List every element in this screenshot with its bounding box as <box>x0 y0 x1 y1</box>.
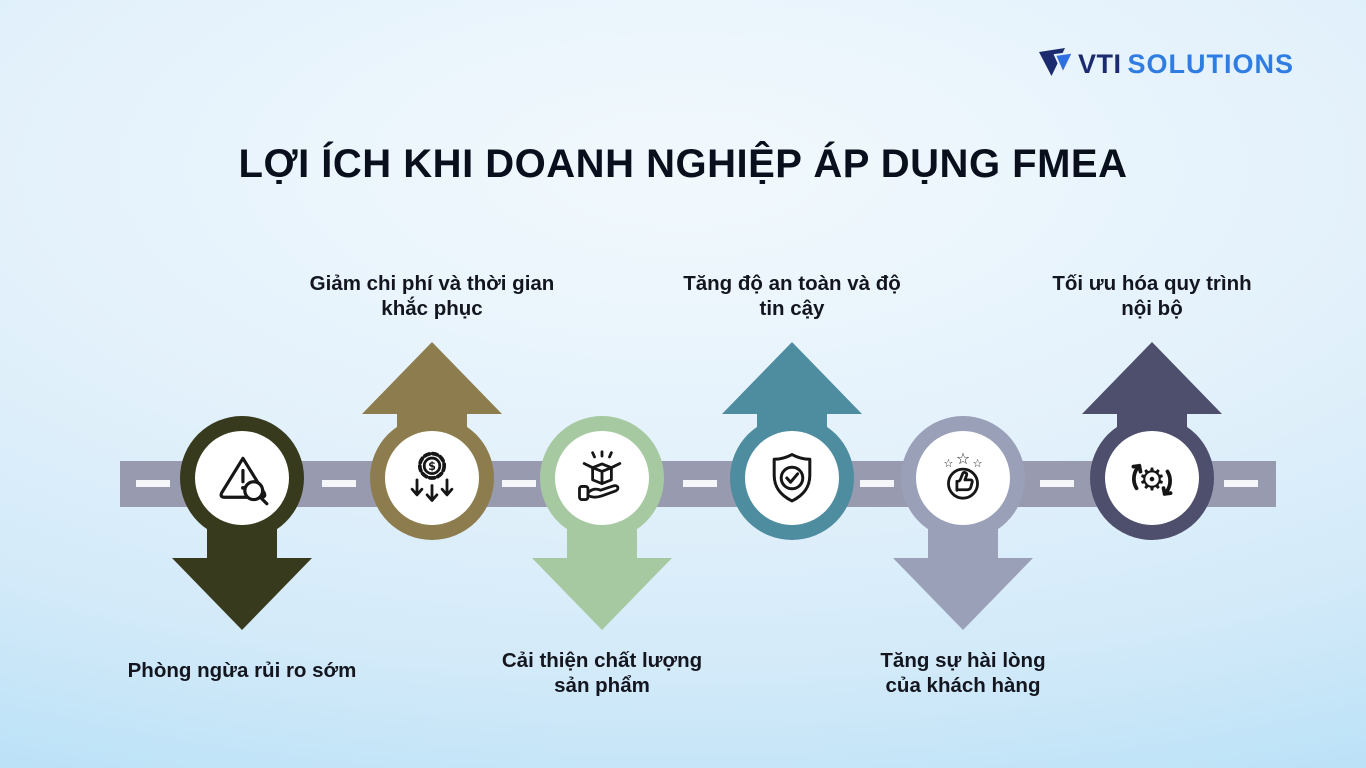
benefit-circle-inner: ☆ ☆ ☆ <box>916 431 1010 525</box>
benefit-circle: ☆ ☆ ☆ <box>901 416 1025 540</box>
road-dash <box>1040 480 1074 487</box>
process-gear-cycle-icon: ⚙ <box>1131 462 1173 498</box>
page-title: LỢI ÍCH KHI DOANH NGHIỆP ÁP DỤNG FMEA <box>238 142 1128 186</box>
benefit-label: Tối ưu hóa quy trình nội bộ <box>1052 272 1252 320</box>
benefit-circle <box>730 416 854 540</box>
risk-alert-magnifier-icon <box>219 456 269 506</box>
road-dash <box>502 480 536 487</box>
benefit-circle <box>540 416 664 540</box>
benefit-circle <box>180 416 304 540</box>
svg-text:⚙: ⚙ <box>1138 462 1166 498</box>
benefit-circle-inner <box>555 431 649 525</box>
svg-text:☆: ☆ <box>943 457 953 470</box>
road-dash <box>683 480 717 487</box>
road-dash <box>860 480 894 487</box>
svg-text:☆: ☆ <box>972 457 982 470</box>
cost-reduction-gear-icon: $ <box>410 451 454 502</box>
road-dash <box>322 480 356 487</box>
benefit-circle-inner <box>195 431 289 525</box>
benefit-circle-inner: ⚙ <box>1105 431 1199 525</box>
benefit-circle-inner: $ <box>385 431 479 525</box>
benefit-label: Giảm chi phí và thời gian khắc phục <box>309 272 555 320</box>
thumbs-up-stars-icon: ☆ ☆ ☆ <box>943 449 983 500</box>
benefit-circle-inner <box>745 431 839 525</box>
benefit-circle: ⚙ <box>1090 416 1214 540</box>
benefit-label: Tăng sự hài lòng của khách hàng <box>880 649 1046 697</box>
vti-solutions-logo: VTI SOLUTIONS <box>1038 48 1294 80</box>
benefit-circle: $ <box>370 416 494 540</box>
benefit-label: Phòng ngừa rủi ro sớm <box>127 659 357 682</box>
road-band <box>120 461 1276 507</box>
logo-text-vti: VTI <box>1077 48 1122 79</box>
svg-text:$: $ <box>428 460 436 473</box>
benefit-label: Tăng độ an toàn và độ tin cậy <box>683 272 901 320</box>
vti-logo-mark <box>1038 48 1074 76</box>
logo-text-solutions: SOLUTIONS <box>1127 48 1294 79</box>
product-delivery-hand-icon <box>578 450 622 501</box>
svg-text:☆: ☆ <box>956 449 970 468</box>
road-dash <box>1224 480 1258 487</box>
road-dash <box>136 480 170 487</box>
benefit-label: Cải thiện chất lượng sản phẩm <box>501 649 703 697</box>
shield-check-icon <box>772 453 812 503</box>
